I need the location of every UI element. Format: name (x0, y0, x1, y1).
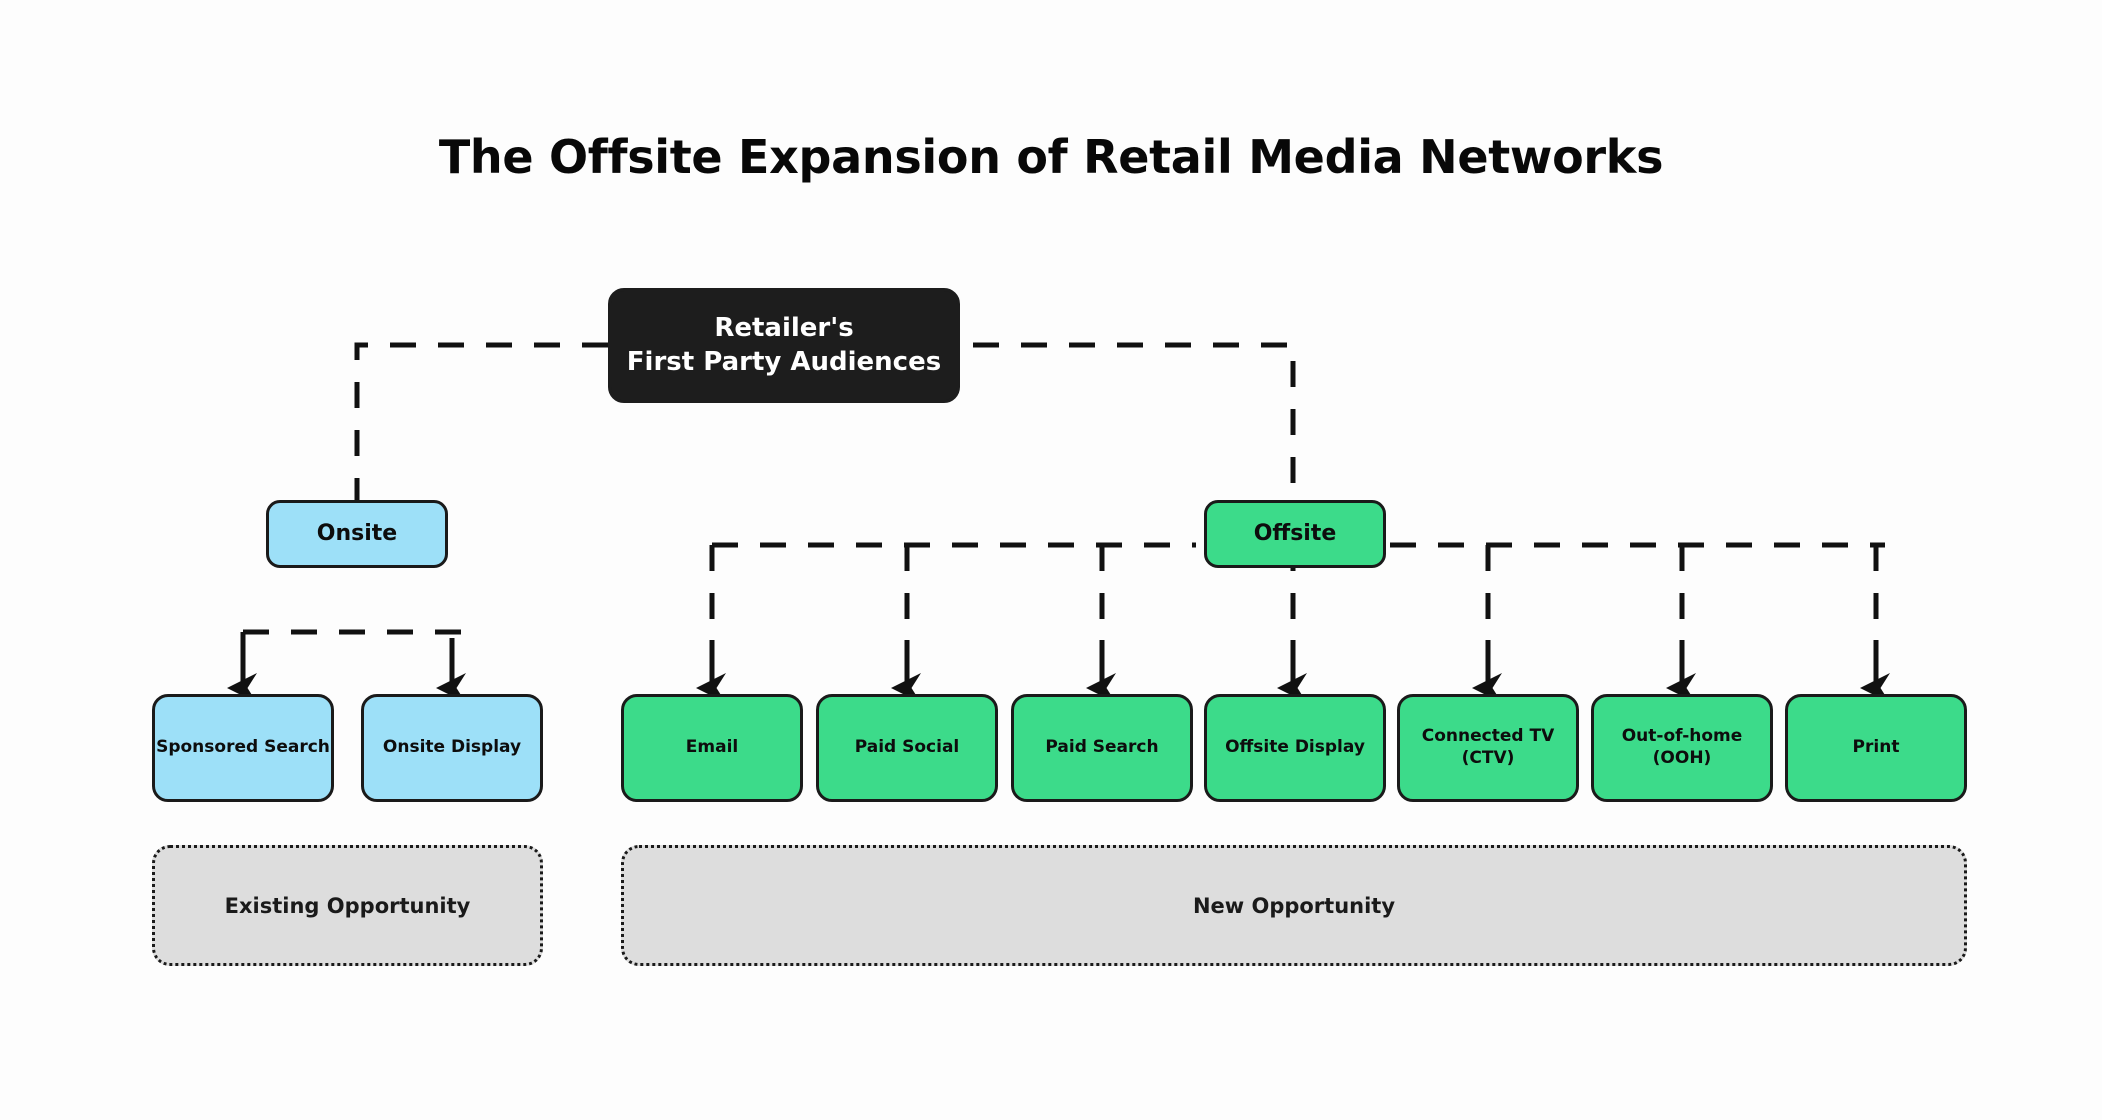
node-print[interactable]: Print (1785, 694, 1967, 802)
node-out-of-home[interactable]: Out-of-home (OOH) (1591, 694, 1773, 802)
node-paid-social[interactable]: Paid Social (816, 694, 998, 802)
group-existing-opportunity: Existing Opportunity (152, 845, 543, 966)
root-label-line2: First Party Audiences (626, 346, 942, 377)
node-offsite-display-label: Offsite Display (1225, 737, 1365, 758)
node-connected-tv-label: Connected TV (CTV) (1421, 726, 1555, 768)
node-email-label: Email (685, 737, 739, 758)
node-sponsored-search-label: Sponsored Search (156, 737, 330, 758)
group-new-opportunity: New Opportunity (621, 845, 1967, 966)
group-new-opportunity-label: New Opportunity (1192, 893, 1396, 918)
node-offsite-label: Offsite (1253, 520, 1337, 546)
node-paid-search-label: Paid Search (1045, 737, 1159, 758)
node-offsite-display[interactable]: Offsite Display (1204, 694, 1386, 802)
node-email[interactable]: Email (621, 694, 803, 802)
node-retailers-first-party-audiences[interactable]: Retailer's First Party Audiences (608, 288, 960, 403)
root-label-line1: Retailer's (714, 313, 854, 344)
node-out-of-home-label: Out-of-home (OOH) (1621, 726, 1743, 768)
node-onsite-display-label: Onsite Display (382, 737, 522, 758)
group-existing-opportunity-label: Existing Opportunity (224, 893, 471, 918)
node-paid-social-label: Paid Social (854, 737, 960, 758)
node-onsite[interactable]: Onsite (266, 500, 448, 568)
node-sponsored-search[interactable]: Sponsored Search (152, 694, 334, 802)
node-onsite-display[interactable]: Onsite Display (361, 694, 543, 802)
node-connected-tv[interactable]: Connected TV (CTV) (1397, 694, 1579, 802)
page-title: The Offsite Expansion of Retail Media Ne… (438, 130, 1664, 184)
node-paid-search[interactable]: Paid Search (1011, 694, 1193, 802)
node-onsite-label: Onsite (316, 520, 398, 546)
node-print-label: Print (1852, 737, 1900, 758)
node-offsite[interactable]: Offsite (1204, 500, 1386, 568)
